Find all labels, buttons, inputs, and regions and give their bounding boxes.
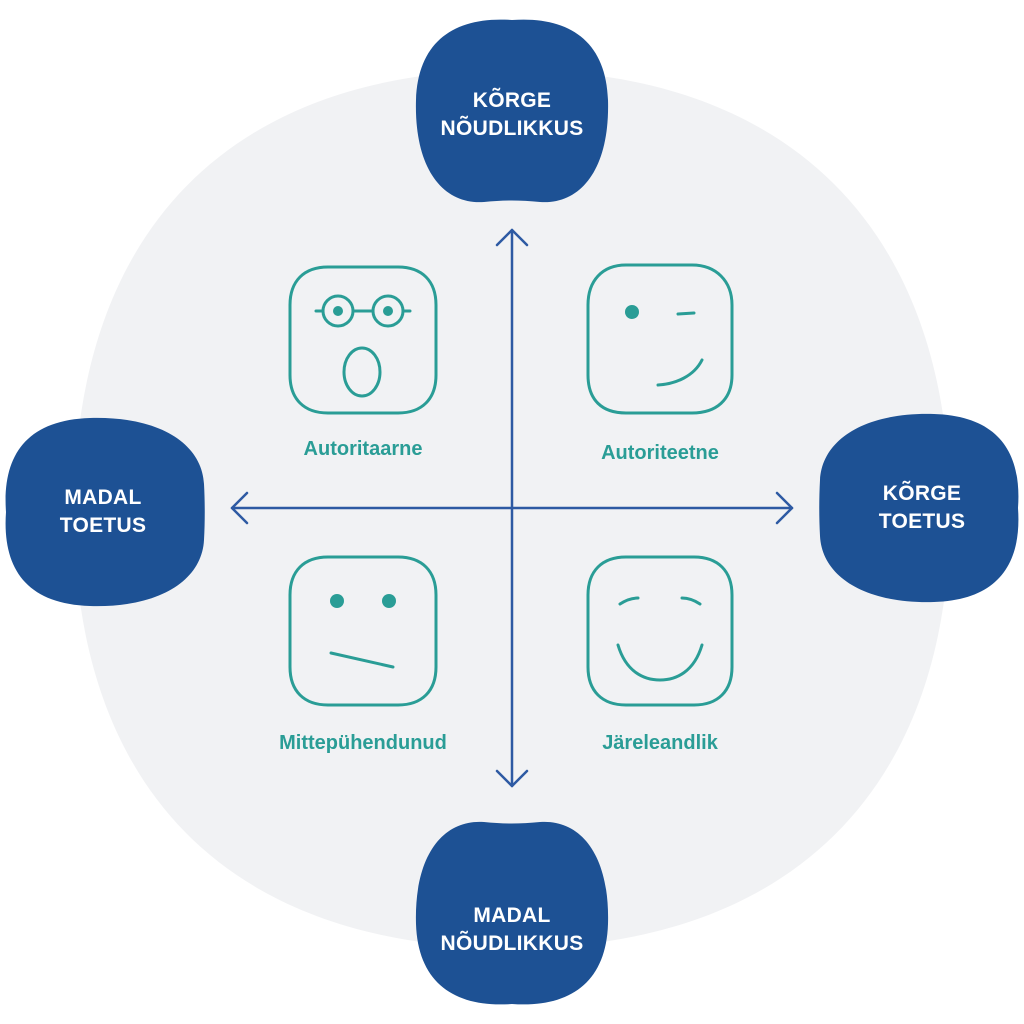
pole-bottom-line2: NÕUDLIKKUS [440,932,584,955]
pole-bottom-shape [415,821,609,1005]
arrow-left-icon [230,491,249,525]
indifferent-left-eye [330,594,344,608]
quadrant-label-authoritative: Autoriteetne [601,442,719,464]
pole-low-demand: MADAL NÕUDLIKKUS [418,845,606,1015]
surprised-glasses-face-icon [288,265,438,415]
glasses-left-pupil [333,306,343,316]
pole-top-line1: KÕRGE [472,89,552,112]
indifferent-right-eye [382,594,396,608]
pole-high-support: KÕRGE TOETUS [824,414,1020,602]
quadrant-label-permissive: Järeleandlik [602,732,718,754]
quadrant-label-authoritarian: Autoritaarne [303,438,423,460]
pole-bottom-line1: MADAL [473,904,551,927]
glasses-right-pupil [383,306,393,316]
indifferent-face-icon [288,555,438,707]
arrow-right-icon [775,491,794,525]
pole-right-line2: TOETUS [878,510,966,533]
pole-left-line1: MADAL [64,486,142,509]
pole-top-line2: NÕUDLIKKUS [440,117,584,140]
content-smiling-face-icon [586,555,734,707]
winking-face-icon [586,263,734,415]
pole-right-shape [819,413,1019,603]
pole-top-shape [415,19,609,203]
quadrant-label-uninvolved: Mittepühendunud [279,732,447,754]
pole-left-line2: TOETUS [59,514,147,537]
arrow-up-icon [495,228,529,247]
arrow-down-icon [495,769,529,788]
pole-right-line1: KÕRGE [882,482,962,505]
pole-low-support: MADAL TOETUS [5,418,201,606]
pole-high-demand: KÕRGE NÕUDLIKKUS [418,30,606,200]
wink-open-eye [625,305,639,319]
pole-left-shape [5,417,205,607]
